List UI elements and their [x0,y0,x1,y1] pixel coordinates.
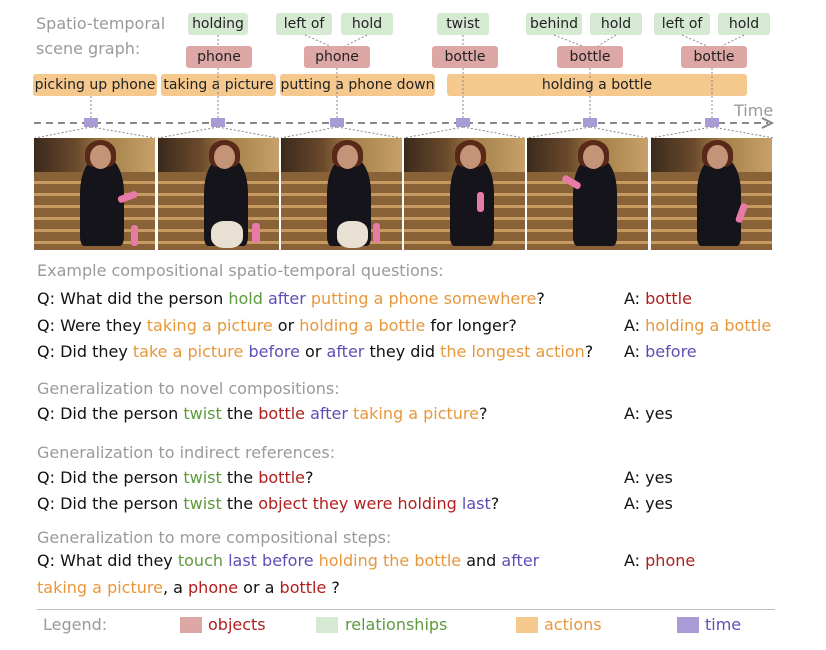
video-frame-6 [651,138,772,250]
video-frame-2 [158,138,279,250]
video-frame-3 [281,138,402,250]
time-marker [84,118,98,127]
action-tag: picking up phone [33,74,157,96]
object-tag: bottle [432,46,498,68]
legend-swatch-actions [516,617,538,633]
video-frame-4 [404,138,525,250]
action-tag: putting a phone down [280,74,435,96]
legend-label-relationships: relationships [345,615,448,634]
question-4: Q: Did the person twist the bottle after… [37,404,488,423]
relationship-tag: holding [188,13,248,35]
time-label: Time [734,101,774,120]
relationship-tag: left of [654,13,710,35]
question-3: Q: Did they take a picture before or aft… [37,342,594,361]
legend-swatch-objects [180,617,202,633]
section-title: Generalization to more compositional ste… [37,528,392,547]
time-marker [456,118,470,127]
answer-6: A: yes [624,494,673,513]
scene-graph-label-line2: scene graph: [36,39,141,58]
video-frame-1 [34,138,155,250]
timeline-arrow-icon [761,117,775,129]
relationship-tag: twist [437,13,489,35]
section-title: Example compositional spatio-temporal qu… [37,261,444,280]
relationship-tag: hold [590,13,642,35]
legend-divider [37,609,775,610]
legend-swatch-time [677,617,699,633]
scene-graph-connectors [34,34,775,139]
answer-7: A: phone [624,551,696,570]
time-marker [330,118,344,127]
answer-1: A: bottle [624,289,692,308]
object-tag: bottle [681,46,747,68]
relationship-tag: left of [276,13,332,35]
section-title: Generalization to indirect references: [37,443,336,462]
scene-graph-label-line1: Spatio-temporal [36,14,166,33]
legend-title: Legend: [43,615,108,634]
object-tag: phone [304,46,370,68]
section-title: Generalization to novel compositions: [37,379,340,398]
question-5: Q: Did the person twist the bottle? [37,468,314,487]
answer-2: A: holding a bottle [624,316,772,335]
time-marker [583,118,597,127]
question-7: Q: What did they touch last before holdi… [37,551,540,570]
legend-swatch-relationships [316,617,338,633]
legend-label-time: time [705,615,742,634]
question-7-continued: taking a picture, a phone or a bottle ? [37,578,340,597]
question-1: Q: What did the person hold after puttin… [37,289,545,308]
question-2: Q: Were they taking a picture or holding… [37,316,517,335]
answer-4: A: yes [624,404,673,423]
time-marker [211,118,225,127]
relationship-tag: behind [526,13,582,35]
video-frame-5 [527,138,648,250]
object-tag: bottle [557,46,623,68]
legend-label-objects: objects [208,615,266,634]
answer-3: A: before [624,342,697,361]
question-6: Q: Did the person twist the object they … [37,494,500,513]
time-marker [705,118,719,127]
action-tag: holding a bottle [447,74,747,96]
legend-label-actions: actions [544,615,602,634]
relationship-tag: hold [718,13,770,35]
relationship-tag: hold [341,13,393,35]
answer-5: A: yes [624,468,673,487]
object-tag: phone [186,46,252,68]
